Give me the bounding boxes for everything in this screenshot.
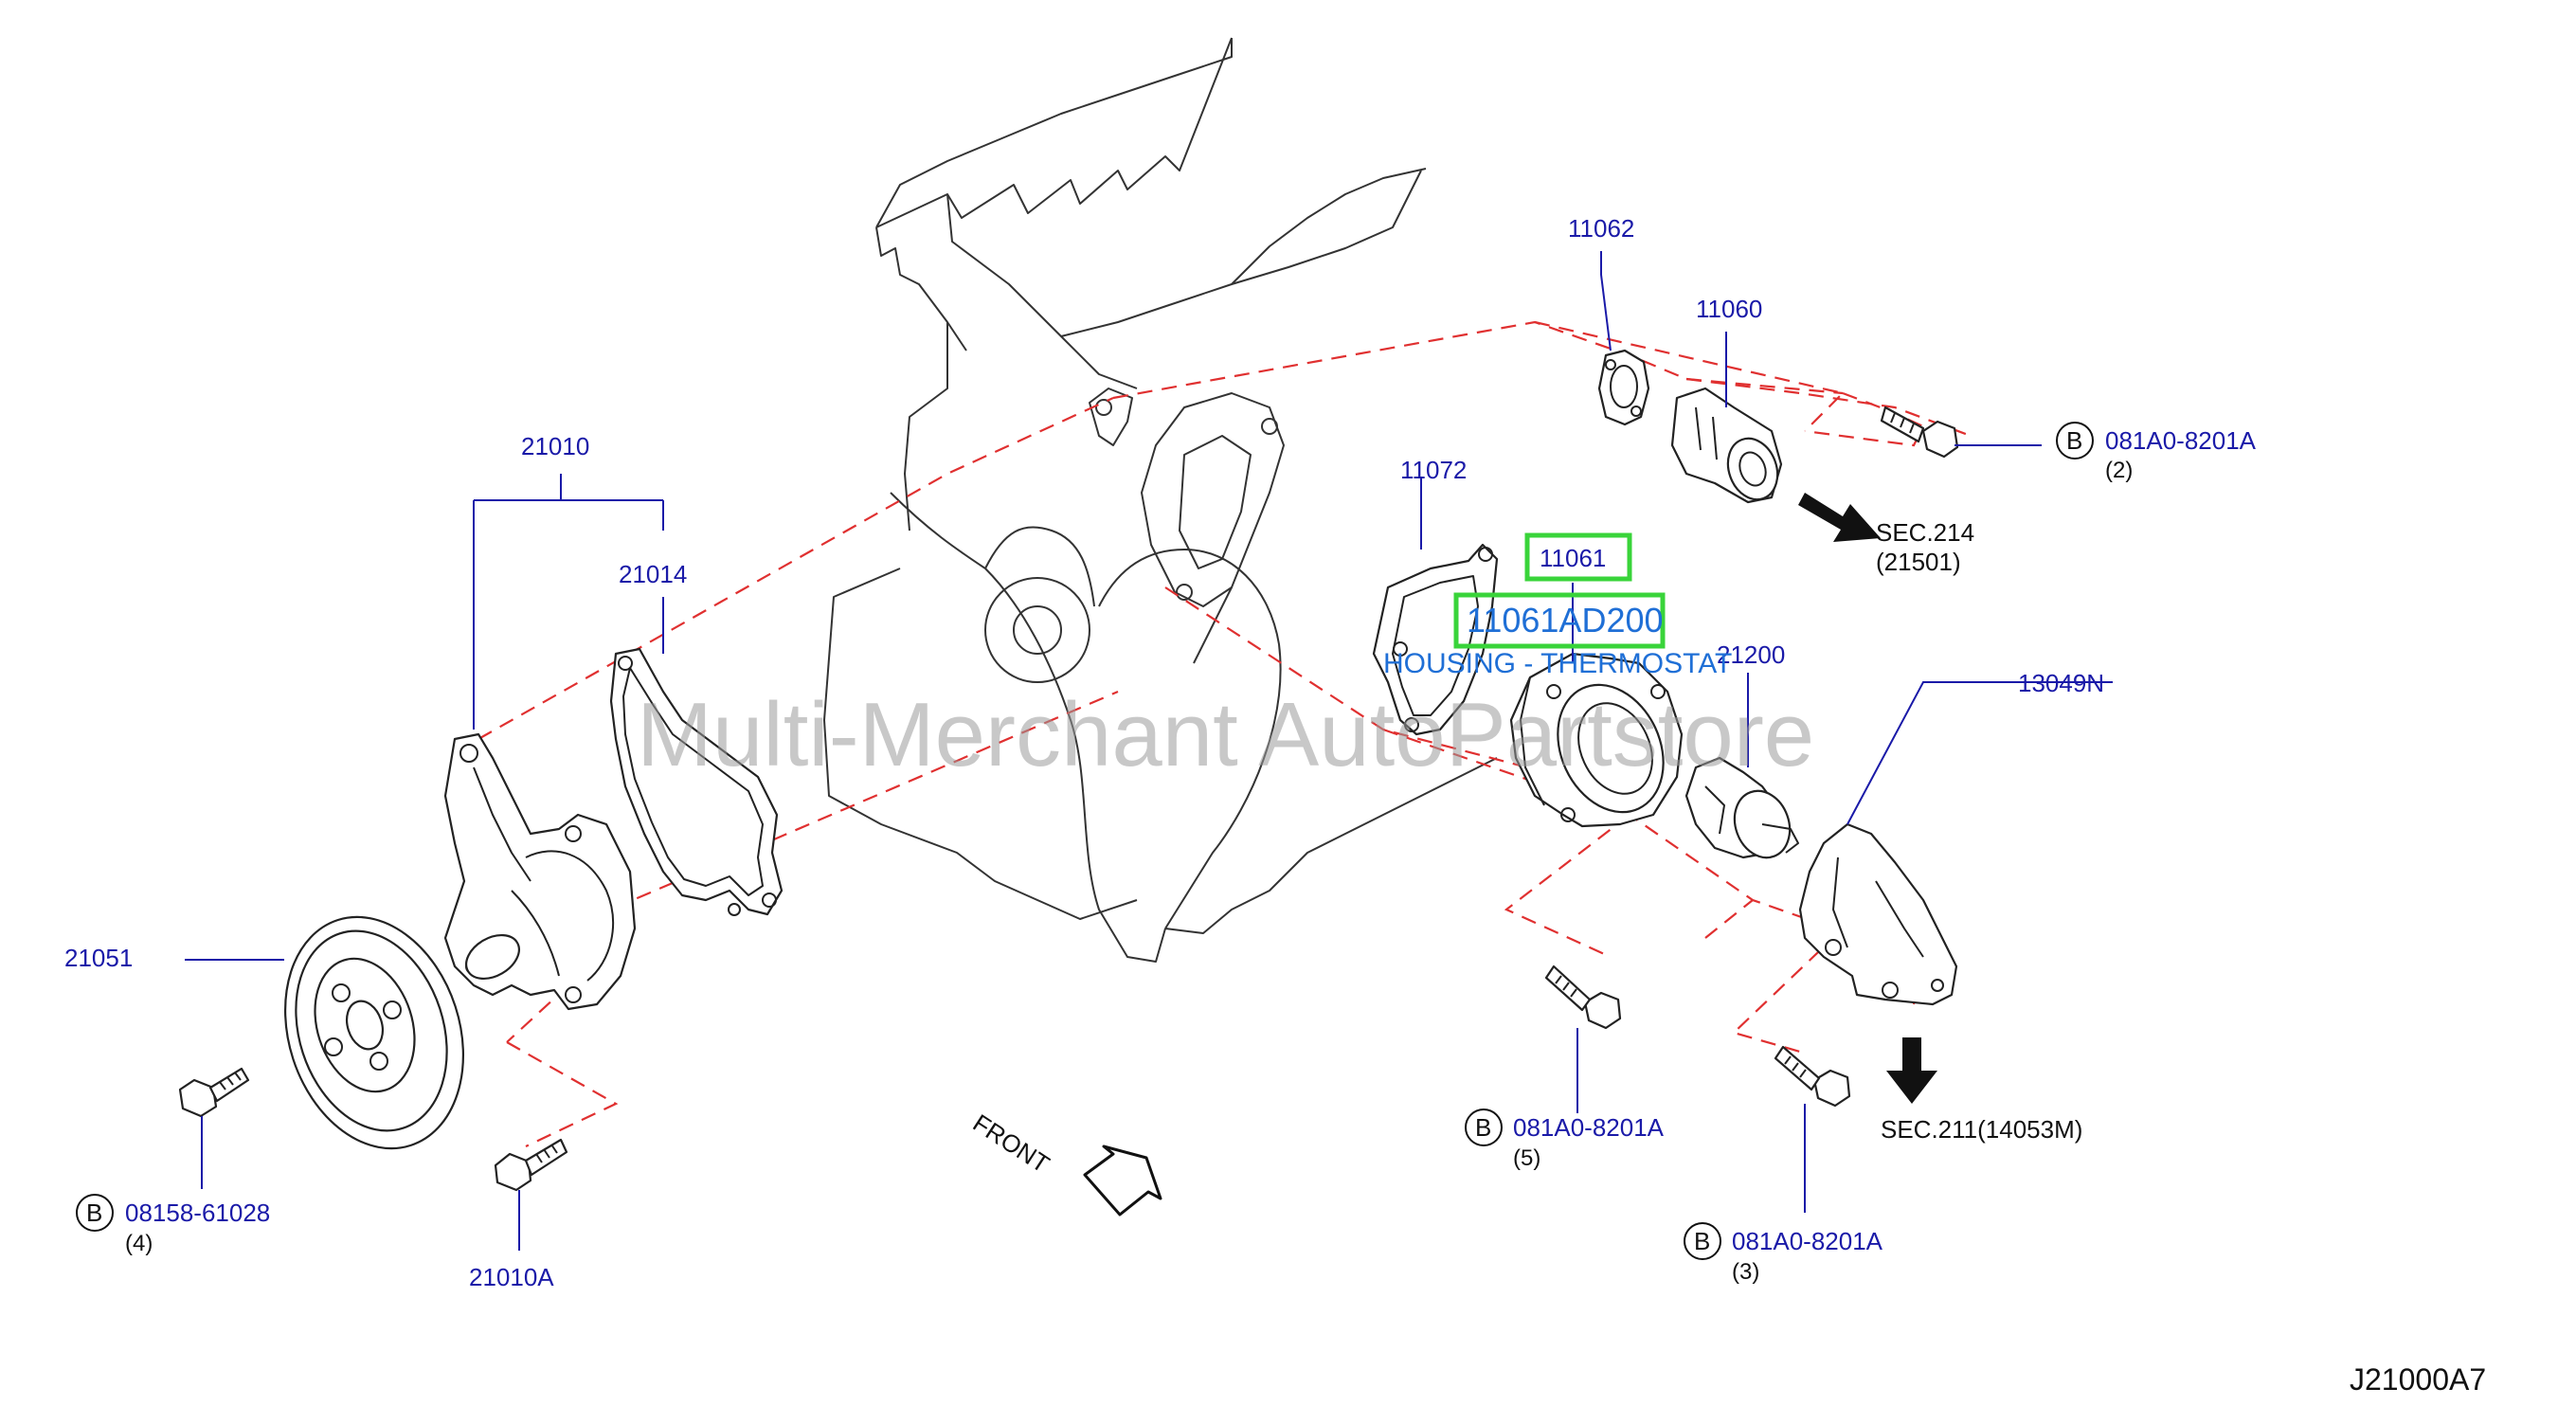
engine-block	[823, 37, 1498, 963]
section-ref-211[interactable]: SEC.211(14053M)	[1881, 1115, 2082, 1144]
section-ref-214[interactable]: SEC.214 (21501)	[1876, 518, 1974, 576]
thermostat-housing[interactable]	[1509, 652, 1684, 829]
callout-21014[interactable]: 21014	[619, 560, 687, 588]
outlet-bolt[interactable]	[1880, 406, 1959, 459]
outlet-gasket[interactable]	[1597, 349, 1650, 426]
bolt-quantity: (4)	[125, 1231, 153, 1256]
water-pump-bolt[interactable]	[494, 1138, 568, 1192]
bolt-part-number: 08158-61028	[125, 1199, 270, 1227]
inlet-bolt[interactable]	[1774, 1045, 1851, 1108]
water-pump-pulley[interactable]	[257, 893, 492, 1171]
callout-11061[interactable]: 11061	[1540, 544, 1606, 572]
bolt-quantity: (5)	[1513, 1145, 1540, 1171]
bolt-part-number: 081A0-8201A	[1513, 1113, 1665, 1142]
thermostat[interactable]	[1684, 756, 1799, 865]
leader-lines	[185, 251, 2113, 1251]
b-marker: B	[86, 1199, 102, 1227]
b-marker: B	[1475, 1113, 1491, 1142]
highlight-box-part	[1524, 532, 1632, 582]
bolt-callout-bottom-right[interactable]: B 081A0-8201A (3)	[1684, 1222, 1883, 1285]
bolt-callout-top-right[interactable]: B 081A0-8201A (2)	[2056, 422, 2257, 483]
part-description: HOUSING - THERMOSTAT	[1383, 648, 1732, 679]
housing-bolt[interactable]	[1544, 964, 1622, 1030]
water-outlet[interactable]	[1670, 387, 1786, 507]
diagram-id: J21000A7	[2350, 1362, 2486, 1397]
callout-21200[interactable]: 21200	[1717, 640, 1785, 669]
callout-21010[interactable]: 21010	[521, 432, 589, 460]
front-arrow-icon	[1083, 1145, 1162, 1217]
callout-11060[interactable]: 11060	[1696, 295, 1762, 323]
water-inlet[interactable]	[1798, 822, 1958, 1006]
housing-gasket[interactable]	[1372, 543, 1499, 736]
bolt-quantity: (3)	[1732, 1259, 1759, 1285]
watermark: Multi-Merchant AutoPartstore	[637, 684, 1814, 785]
bolt-part-number: 081A0-8201A	[2105, 426, 2257, 455]
callout-21010A[interactable]: 21010A	[469, 1263, 554, 1291]
bolt-callout-left[interactable]: B 08158-61028 (4)	[76, 1194, 270, 1256]
callout-13049N[interactable]: 13049N	[2018, 669, 2104, 697]
callout-11062[interactable]: 11062	[1568, 214, 1634, 243]
full-part-number[interactable]: 11061AD200	[1467, 601, 1664, 640]
sec211-arrow-icon	[1886, 1037, 1937, 1104]
bolt-quantity: (2)	[2105, 458, 2133, 483]
callout-11072[interactable]: 11072	[1400, 456, 1467, 484]
sec214-arrow-icon	[1798, 493, 1881, 542]
sec214-line1: SEC.214	[1876, 518, 1974, 547]
water-pump-gasket[interactable]	[609, 647, 784, 916]
bolt-callout-middle[interactable]: B 081A0-8201A (5)	[1465, 1109, 1665, 1171]
b-marker: B	[1694, 1227, 1710, 1255]
sec214-line2: (21501)	[1876, 548, 1961, 576]
callout-21051[interactable]: 21051	[64, 944, 133, 972]
bolt-part-number: 081A0-8201A	[1732, 1227, 1883, 1255]
sec211-line1: SEC.211(14053M)	[1881, 1115, 2082, 1144]
highlight-box-full-part	[1453, 592, 1666, 649]
front-label: FRONT	[968, 1109, 1055, 1179]
water-pump[interactable]	[443, 732, 637, 1011]
pulley-bolt[interactable]	[178, 1067, 250, 1118]
b-marker: B	[2066, 426, 2082, 455]
